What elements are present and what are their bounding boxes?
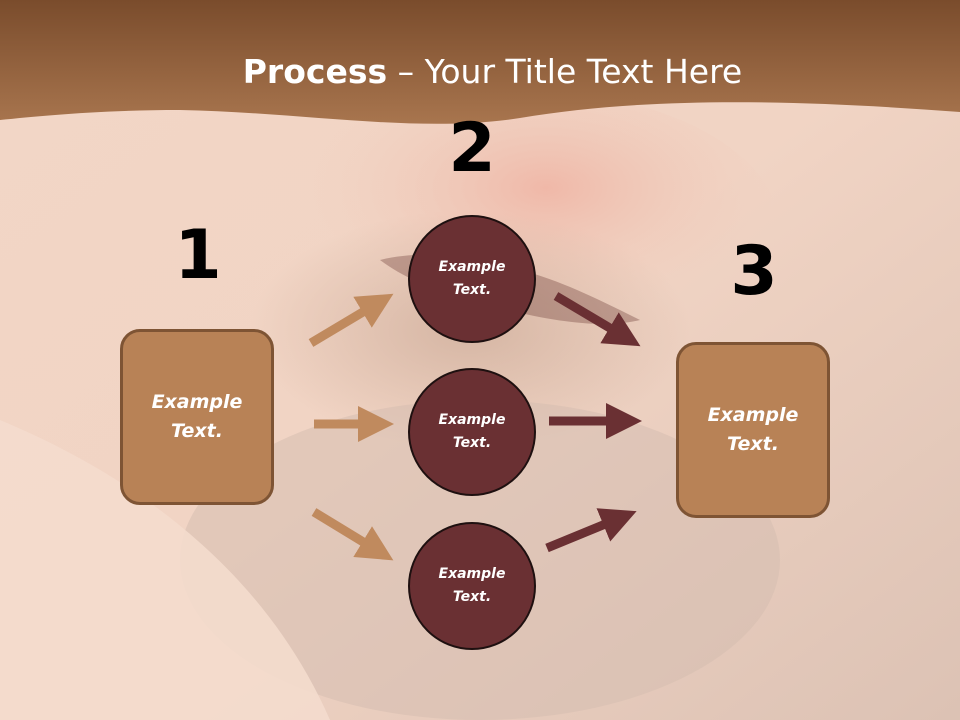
title-rest: – Your Title Text Here [387, 52, 743, 91]
arrow-left-to-bottom [311, 508, 394, 561]
process-circle-top: Example Text. [408, 215, 536, 343]
process-circle-bottom: Example Text. [408, 522, 536, 650]
left-box-text: Example Text. [151, 391, 243, 442]
process-circle-middle: Example Text. [408, 368, 536, 496]
step-number-2: 2 [448, 109, 496, 188]
arrow-left-to-top [308, 293, 394, 347]
header-band [0, 0, 960, 124]
title-strong: Process [242, 52, 388, 91]
arrow-top-to-right [553, 292, 641, 347]
right-box-text: Example Text. [707, 404, 799, 455]
arrow-bottom-to-right [545, 508, 637, 553]
left-process-box: Example Text. [120, 329, 274, 505]
step-number-3: 3 [730, 232, 778, 311]
circle-text: Example Text. [438, 566, 506, 605]
circle-text: Example Text. [438, 259, 506, 298]
circle-text: Example Text. [438, 412, 506, 451]
right-process-box: Example Text. [676, 342, 830, 518]
slide-title: Process – Your Title Text Here [0, 52, 960, 91]
step-number-1: 1 [174, 216, 222, 295]
